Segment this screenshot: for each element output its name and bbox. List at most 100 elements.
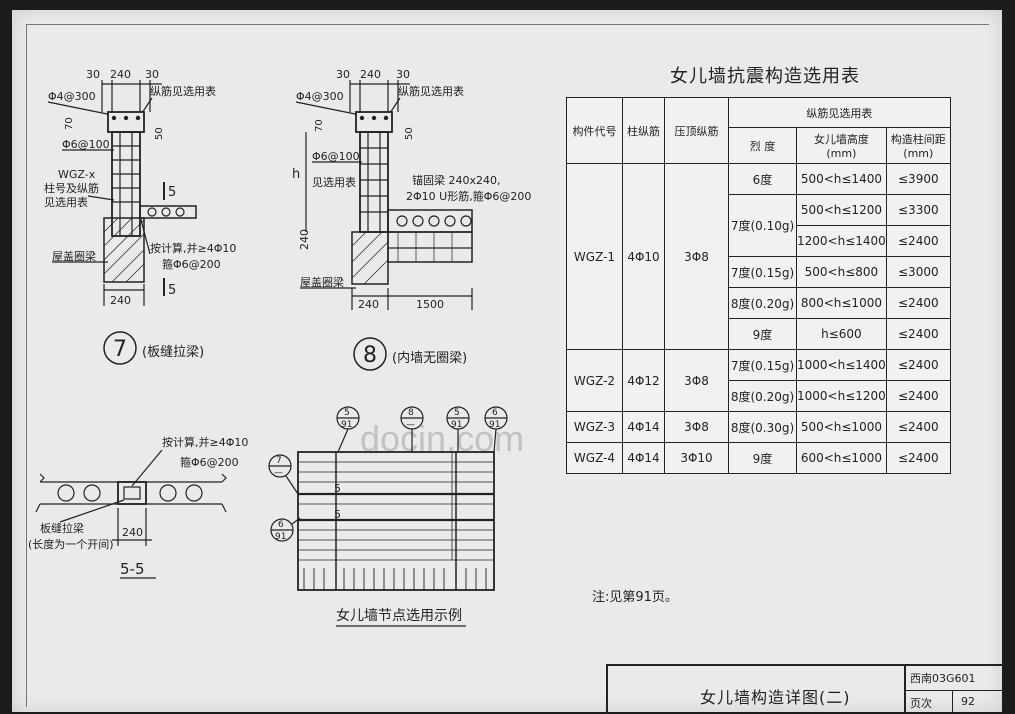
svg-text:8: 8: [408, 408, 414, 418]
plan-example: 5 91 8 — 5 91 6 91 7 —: [268, 406, 508, 627]
cell-spacing: ≤2400: [885, 349, 951, 381]
d7-calc-1: 按计算,并≥4Φ10: [150, 241, 236, 255]
d8-circle-num: 8: [363, 343, 377, 368]
th-intensity: 烈 度: [728, 127, 797, 164]
d7-caption: (板缝拉梁): [142, 345, 204, 360]
table-row: 9度 h≤600 ≤2400: [567, 318, 951, 350]
d7-dim-240: 240: [110, 68, 131, 81]
s55-name: 5-5: [120, 560, 145, 578]
cell-intensity: 6度: [728, 163, 797, 195]
cell-spacing: ≤3900: [885, 163, 951, 195]
cell-code: WGZ-2: [566, 349, 623, 412]
cell-intensity: 9度: [728, 442, 797, 474]
d8-caption: (内墙无圈梁): [392, 350, 467, 366]
d7-calc-2: 箍Φ6@200: [162, 257, 221, 271]
callout-top-1: 5 91: [336, 406, 360, 453]
cell-spacing: ≤2400: [885, 287, 951, 319]
cell-height: 1200<h≤1400: [796, 225, 887, 257]
cell-top: 3Φ8: [664, 349, 729, 412]
d8-dim-30b: 30: [396, 68, 410, 81]
d7-dim-30a: 30: [86, 68, 100, 81]
detail-7: 30 240 30 Φ4@300 纵筋见选用表 70 50 Φ6@100 WGZ…: [44, 68, 236, 365]
svg-text:91: 91: [489, 420, 500, 430]
table-row: 7度(0.15g) 500<h≤800 ≤3000: [567, 256, 951, 288]
page-row: 页次 92: [906, 690, 1004, 713]
d7-wgz-2: 柱号及纵筋: [44, 181, 99, 195]
d8-stirrup-1: Φ6@100: [312, 150, 360, 163]
s55-calc-2: 箍Φ6@200: [180, 455, 239, 469]
svg-text:5: 5: [344, 408, 350, 418]
cell-intensity: 8度(0.20g): [728, 380, 797, 412]
cell-col: 4Φ14: [622, 442, 665, 474]
s55-label-1: 板缝拉梁: [40, 521, 84, 535]
title-block-side: 西南03G601 页次 92: [904, 666, 1004, 713]
title-block: 女儿墙构造详图(二) 西南03G601 页次 92: [606, 664, 1004, 714]
d7-dim-30b: 30: [145, 68, 159, 81]
plan-caption: 女儿墙节点选用示例: [336, 607, 462, 624]
detail-8: 30 240 30 Φ4@300 纵筋见选用表 70 50 h Φ6@100 见…: [292, 68, 531, 371]
th-spacing: 构造柱间距(mm): [885, 127, 951, 164]
d7-wgz-3: 见选用表: [44, 195, 88, 209]
d7-rebar-top: Φ4@300: [48, 90, 96, 103]
svg-text:7: 7: [276, 456, 282, 466]
d7-stirrup: Φ6@100: [62, 138, 110, 151]
d8-vertical-note: 纵筋见选用表: [398, 84, 464, 98]
table-title: 女儿墙抗震构造选用表: [670, 66, 860, 87]
page-number: 92: [952, 691, 975, 713]
cell-spacing: ≤2400: [885, 318, 951, 350]
d8-dim-240: 240: [358, 298, 379, 311]
atlas-number: 西南03G601: [910, 672, 976, 685]
d7-circle: [103, 331, 137, 365]
d8-rebar-top: Φ4@300: [296, 90, 344, 103]
d7-wgz-1: WGZ-x: [58, 168, 96, 181]
cell-top: 3Φ8: [664, 411, 729, 443]
d8-anchor-1: 锚固梁 240x240,: [412, 173, 501, 187]
cell-spacing: ≤2400: [885, 225, 951, 257]
table-row: 7度(0.10g) 500<h≤1200 ≤3300: [567, 194, 951, 257]
cell-intensity: 8度(0.30g): [728, 411, 797, 443]
th-height: 女儿墙高度(mm): [796, 127, 887, 164]
svg-text:6: 6: [278, 520, 284, 530]
footnote: 注:见第91页。: [592, 590, 678, 605]
drawing-title: 女儿墙构造详图(二): [700, 688, 851, 707]
d8-dim-1500: 1500: [416, 298, 444, 311]
svg-text:5: 5: [454, 408, 460, 418]
cell-top: 3Φ8: [664, 163, 729, 350]
section-5-5: 按计算,并≥4Φ10 箍Φ6@200 板缝拉梁 (长度为一个开间) 240 5-…: [28, 435, 248, 579]
cell-height: 1000<h≤1200: [796, 380, 887, 412]
cell-spacing: ≤2400: [885, 380, 951, 412]
cell-height: h≤600: [796, 318, 887, 350]
svg-text:91: 91: [341, 420, 352, 430]
cell-code: WGZ-3: [566, 411, 623, 443]
th-col-rebar: 柱纵筋: [622, 97, 665, 164]
cell-height: 500<h≤1000: [796, 411, 887, 443]
cell-intensity: 9度: [728, 318, 797, 350]
svg-text:91: 91: [275, 532, 286, 542]
cell-height: 600<h≤1000: [796, 442, 887, 474]
cell-spacing: ≤3000: [885, 256, 951, 288]
cell-intensity: 7度(0.10g): [728, 194, 797, 257]
cell-col: 4Φ12: [622, 349, 665, 412]
page-label: 页次: [910, 697, 932, 710]
cell-intensity: 7度(0.15g): [728, 256, 797, 288]
th-code: 构件代号: [566, 97, 623, 164]
table-row: WGZ-2 4Φ12 3Φ8 7度(0.15g) 1000<h≤1400 ≤24…: [566, 349, 951, 412]
cell-col: 4Φ10: [622, 163, 665, 350]
d7-dim-70: 70: [64, 117, 75, 130]
plan-section-mark-2: 5: [334, 508, 341, 521]
table-row: WGZ-1 4Φ10 3Φ8 6度 500<h≤1400 ≤3900: [566, 163, 951, 350]
d8-anchor-2: 2Φ10 U形筋,箍Φ6@200: [406, 189, 531, 203]
svg-text:—: —: [406, 420, 415, 430]
d8-stirrup-2: 见选用表: [312, 175, 356, 189]
selection-table: 构件代号 柱纵筋 压顶纵筋 纵筋见选用表 烈 度 女儿墙高度(mm) 构造柱间距…: [566, 97, 951, 474]
cell-col: 4Φ14: [622, 411, 665, 443]
d8-dim-70: 70: [314, 119, 325, 132]
d8-dim-30a: 30: [336, 68, 350, 81]
d7-dim-50: 50: [154, 127, 165, 140]
cell-top: 3Φ10: [664, 442, 729, 474]
cell-height: 500<h≤800: [796, 256, 887, 288]
table-row: WGZ-3 4Φ14 3Φ8 8度(0.30g) 500<h≤1000 ≤240…: [566, 411, 951, 443]
d8-circle: [353, 337, 387, 371]
d8-dim-h: h: [292, 167, 300, 182]
sheet-frame: [26, 24, 989, 707]
